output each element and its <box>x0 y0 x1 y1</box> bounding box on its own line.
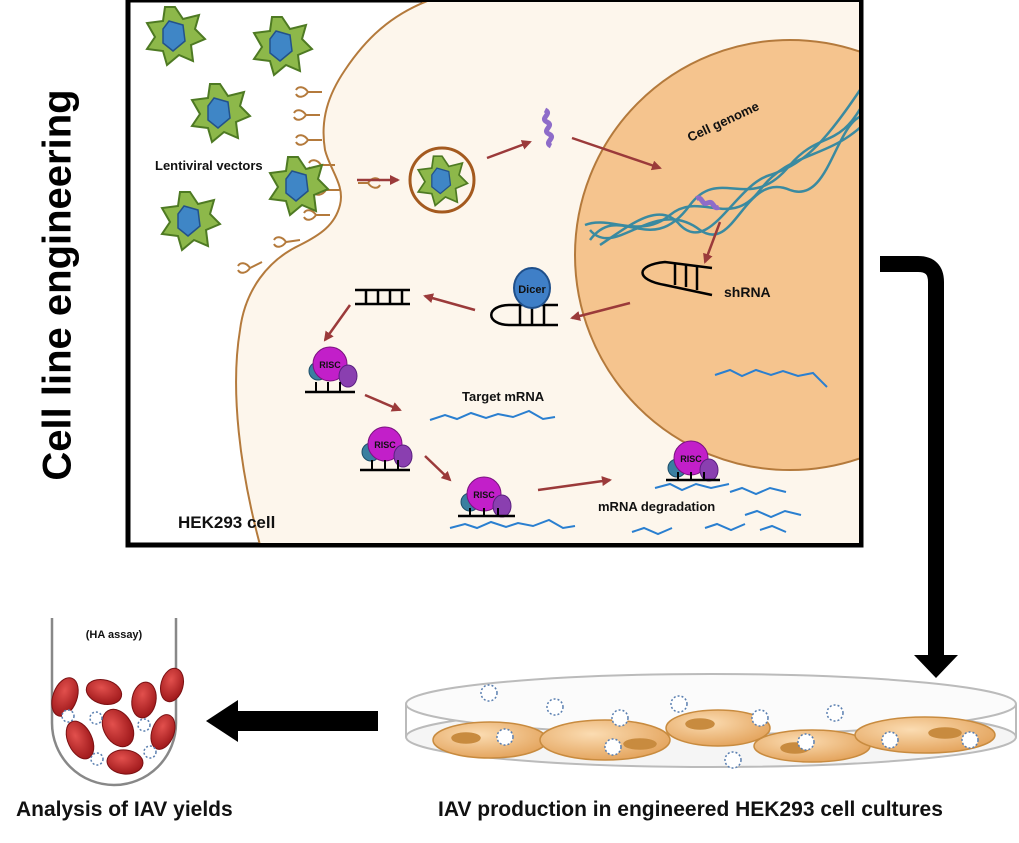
red-blood-cells <box>51 667 185 775</box>
sirna-duplex <box>355 288 410 306</box>
flow-arrow-left-head <box>206 700 238 742</box>
mrna-degradation-label: mRNA degradation <box>598 499 715 514</box>
flow-arrow-down-head <box>914 655 958 678</box>
risc-complex-3 <box>458 476 515 518</box>
culture-dish <box>405 673 1017 769</box>
viral-rna <box>541 107 555 149</box>
endosome <box>408 146 476 214</box>
risc-label-3: RISC <box>473 490 495 500</box>
risc-label-1: RISC <box>319 360 341 370</box>
cell-genome-dna <box>584 89 859 247</box>
mrna-strands <box>429 368 828 536</box>
risc-label-4: RISC <box>680 454 702 464</box>
ha-assay-well: (HA assay) <box>50 618 185 787</box>
integrated-insert <box>695 195 721 211</box>
process-arrows <box>323 136 722 492</box>
lentiviral-vectors-label: Lentiviral vectors <box>155 158 263 173</box>
ha-assay-label: (HA assay) <box>86 629 143 641</box>
flow-arrow-left-shaft <box>236 711 378 731</box>
engineering-panel: Lentiviral vectors Cell genome shRNA Dic… <box>125 0 864 548</box>
nucleus <box>574 39 859 471</box>
iav-particles <box>480 684 979 769</box>
target-mrna-label: Target mRNA <box>462 389 545 404</box>
analysis-caption: Analysis of IAV yields <box>16 798 233 821</box>
dicer-label: Dicer <box>518 284 546 296</box>
lentiviral-vectors <box>145 6 330 252</box>
risc-complex-2 <box>360 426 413 472</box>
risc-complex-1 <box>305 346 358 394</box>
dicer-complex <box>490 267 558 327</box>
shrna-hairpin <box>641 260 713 297</box>
ha-virus-particles <box>61 709 157 766</box>
shrna-label: shRNA <box>724 284 771 300</box>
risc-complex-4 <box>666 440 720 482</box>
production-caption: IAV production in engineered HEK293 cell… <box>438 798 943 821</box>
hek293-cell-label: HEK293 cell <box>178 513 275 532</box>
flow-arrow-down <box>880 256 944 655</box>
risc-label-2: RISC <box>374 440 396 450</box>
